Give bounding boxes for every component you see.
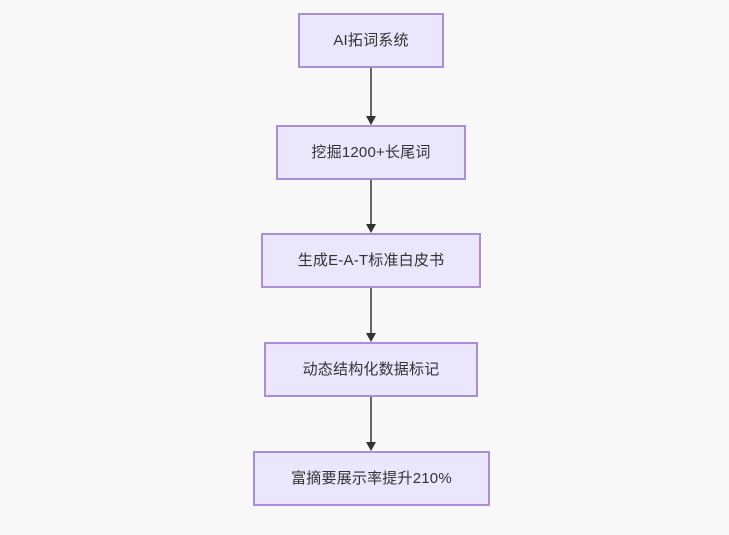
- flow-node-ai-keyword-system[interactable]: AI拓词系统: [298, 13, 444, 68]
- flow-node-label: AI拓词系统: [333, 31, 409, 49]
- flow-edge-arrowhead-icon: [366, 224, 376, 233]
- flow-node-dynamic-structured-data-markup[interactable]: 动态结构化数据标记: [264, 342, 478, 397]
- flow-node-mine-longtail-keywords[interactable]: 挖掘1200+长尾词: [276, 125, 466, 180]
- flow-node-rich-snippet-impression-uplift[interactable]: 富摘要展示率提升210%: [253, 451, 490, 506]
- flow-edge: [366, 180, 376, 233]
- flow-node-label: 挖掘1200+长尾词: [311, 143, 431, 161]
- flow-node-label: 富摘要展示率提升210%: [291, 469, 452, 487]
- flow-node-label: 动态结构化数据标记: [302, 360, 440, 378]
- flow-edge: [366, 68, 376, 125]
- flow-edge-arrowhead-icon: [366, 116, 376, 125]
- flow-edge-arrowhead-icon: [366, 442, 376, 451]
- flow-node-label: 生成E-A-T标准白皮书: [297, 251, 445, 269]
- flow-node-generate-eat-whitepaper[interactable]: 生成E-A-T标准白皮书: [261, 233, 481, 288]
- flow-edge: [366, 397, 376, 451]
- flow-edge-arrowhead-icon: [366, 333, 376, 342]
- flow-edge: [366, 288, 376, 342]
